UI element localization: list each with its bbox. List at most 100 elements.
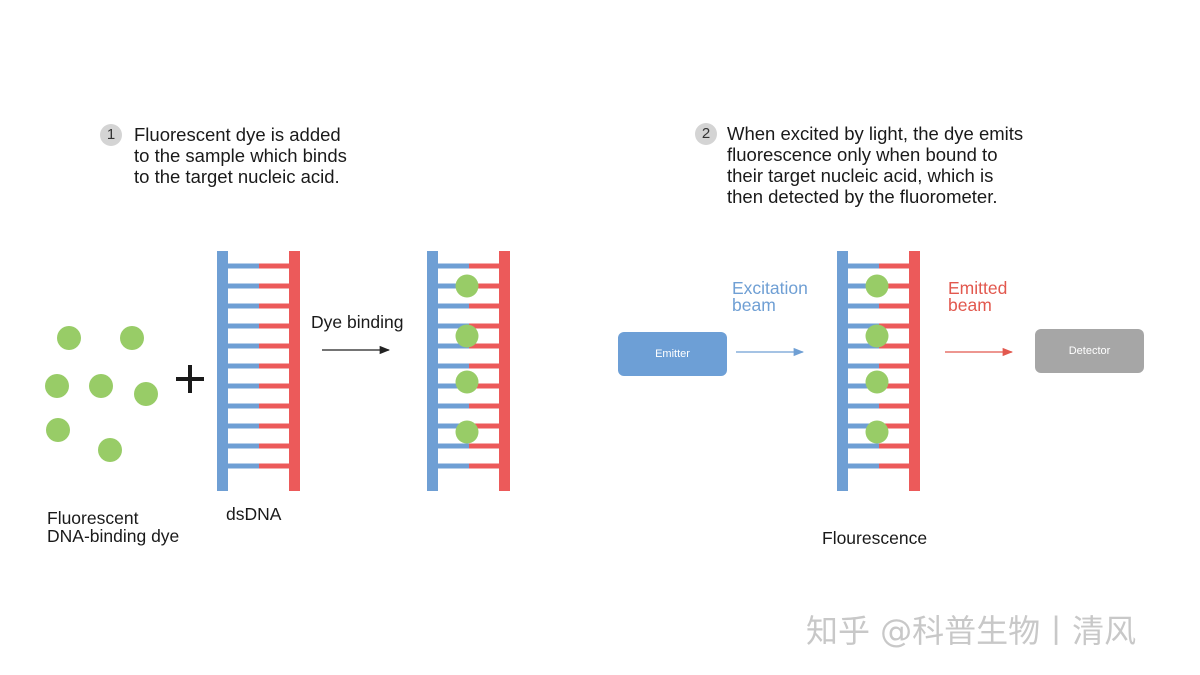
base-pair-red bbox=[259, 443, 290, 449]
strand-red bbox=[909, 251, 920, 491]
emitted-beam-line: Emitted bbox=[948, 278, 1008, 298]
base-pair-red bbox=[259, 423, 290, 429]
base-pair-blue bbox=[846, 363, 879, 369]
base-pair-blue bbox=[436, 343, 469, 349]
bound-dye-molecule bbox=[865, 420, 889, 444]
free-dye-molecules bbox=[45, 326, 158, 462]
base-pair-red bbox=[879, 463, 910, 469]
bound-dye-molecule bbox=[865, 324, 889, 348]
dye-molecule bbox=[46, 418, 70, 442]
bound-dye-molecule bbox=[455, 324, 479, 348]
base-pair-blue bbox=[846, 343, 879, 349]
dsdna-unbound bbox=[217, 251, 300, 491]
base-pair-red bbox=[259, 463, 290, 469]
step-2-line: fluorescence only when bound to bbox=[727, 144, 998, 165]
dsdna-fluorescing bbox=[837, 251, 920, 491]
base-pair-red bbox=[469, 323, 500, 329]
base-pair-blue bbox=[436, 383, 469, 389]
strand-blue bbox=[427, 251, 438, 491]
dye-label-line: Fluorescent bbox=[47, 508, 139, 528]
base-pair-red bbox=[469, 363, 500, 369]
base-pair-blue bbox=[436, 403, 469, 409]
bound-dye-molecule bbox=[455, 420, 479, 444]
base-pair-blue bbox=[436, 443, 469, 449]
base-pair-red bbox=[469, 403, 500, 409]
base-pair-red bbox=[879, 363, 910, 369]
base-pair-blue bbox=[436, 463, 469, 469]
base-pair-red bbox=[469, 463, 500, 469]
dye-molecule bbox=[134, 382, 158, 406]
base-pair-red bbox=[879, 303, 910, 309]
base-pair-red bbox=[879, 283, 910, 289]
base-pair-red bbox=[259, 403, 290, 409]
strand-red bbox=[289, 251, 300, 491]
emitter-box: Emitter bbox=[618, 332, 727, 376]
base-pair-blue bbox=[436, 303, 469, 309]
base-pair-blue bbox=[226, 383, 259, 389]
strand-blue bbox=[837, 251, 848, 491]
dye-molecule bbox=[98, 438, 122, 462]
base-pair-blue bbox=[846, 383, 879, 389]
base-pair-blue bbox=[436, 283, 469, 289]
bound-dye-molecule bbox=[865, 370, 889, 394]
dye-binding-label: Dye binding bbox=[311, 312, 404, 332]
dsdna-label: dsDNA bbox=[226, 504, 282, 524]
base-pair-blue bbox=[226, 303, 259, 309]
strand-red bbox=[499, 251, 510, 491]
step-2-line: their target nucleic acid, which is bbox=[727, 165, 994, 186]
base-pair-red bbox=[469, 423, 500, 429]
base-pair-red bbox=[469, 443, 500, 449]
base-pair-red bbox=[259, 303, 290, 309]
base-pair-blue bbox=[436, 363, 469, 369]
step-2-line: When excited by light, the dye emits bbox=[727, 123, 1024, 144]
base-pair-blue bbox=[846, 443, 879, 449]
base-pair-blue bbox=[226, 283, 259, 289]
excitation-beam-label: Excitation beam bbox=[732, 278, 808, 315]
base-pair-blue bbox=[436, 423, 469, 429]
step-2-line: then detected by the fluorometer. bbox=[727, 186, 998, 207]
strand-blue bbox=[217, 251, 228, 491]
base-pair-red bbox=[879, 443, 910, 449]
base-pair-blue bbox=[226, 343, 259, 349]
step-1-text: Fluorescent dye is added to the sample w… bbox=[134, 124, 347, 187]
bound-dye-molecule bbox=[455, 274, 479, 298]
dye-molecule bbox=[120, 326, 144, 350]
excitation-beam-line: Excitation bbox=[732, 278, 808, 298]
dye-label-line: DNA-binding dye bbox=[47, 526, 180, 546]
flourescence-label: Flourescence bbox=[822, 528, 928, 548]
base-pair-red bbox=[259, 263, 290, 269]
bound-dye-molecule bbox=[865, 274, 889, 298]
emitted-beam-label: Emitted beam bbox=[948, 278, 1008, 315]
emitted-beam-line: beam bbox=[948, 295, 992, 315]
base-pair-blue bbox=[846, 403, 879, 409]
dye-molecule bbox=[89, 374, 113, 398]
base-pair-blue bbox=[226, 323, 259, 329]
base-pair-blue bbox=[226, 443, 259, 449]
base-pair-red bbox=[259, 283, 290, 289]
base-pair-blue bbox=[846, 463, 879, 469]
base-pair-blue bbox=[226, 263, 259, 269]
base-pair-red bbox=[259, 363, 290, 369]
base-pair-red bbox=[879, 383, 910, 389]
base-pair-blue bbox=[226, 463, 259, 469]
base-pair-red bbox=[469, 263, 500, 269]
base-pair-red bbox=[469, 343, 500, 349]
step-1-badge: 1 bbox=[100, 124, 122, 146]
base-pair-blue bbox=[226, 423, 259, 429]
base-pair-red bbox=[259, 343, 290, 349]
dye-label: Fluorescent DNA-binding dye bbox=[47, 509, 179, 545]
base-pair-red bbox=[259, 383, 290, 389]
base-pair-blue bbox=[226, 403, 259, 409]
base-pair-red bbox=[469, 383, 500, 389]
base-pair-red bbox=[879, 423, 910, 429]
base-pair-red bbox=[879, 343, 910, 349]
detector-box: Detector bbox=[1035, 329, 1144, 373]
excitation-beam-line: beam bbox=[732, 295, 776, 315]
step-2-badge: 2 bbox=[695, 123, 717, 145]
dye-molecule bbox=[45, 374, 69, 398]
base-pair-blue bbox=[436, 263, 469, 269]
base-pair-blue bbox=[846, 303, 879, 309]
base-pair-red bbox=[469, 283, 500, 289]
